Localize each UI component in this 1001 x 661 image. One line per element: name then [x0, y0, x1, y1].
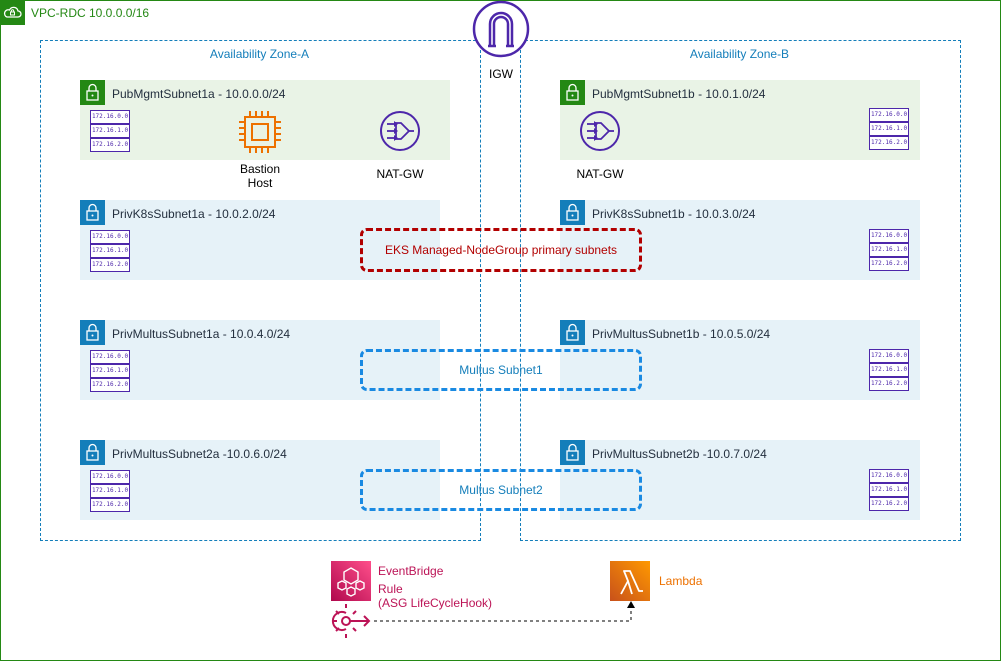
subnet-privmultus-2b	[560, 440, 920, 520]
route-entry: 172.16.1.0	[90, 244, 130, 258]
subnet-lock-icon	[560, 200, 585, 225]
availability-zone-a	[40, 40, 481, 541]
eks-nodegroup-label: EKS Managed-NodeGroup primary subnets	[384, 243, 618, 257]
route-table-icon: 172.16.0.0 172.16.1.0 172.16.2.0	[869, 108, 909, 150]
route-entry: 172.16.0.0	[869, 229, 909, 243]
availability-zone-b-label: Availability Zone-B	[689, 47, 790, 61]
route-entry: 172.16.1.0	[90, 484, 130, 498]
subnet-lock-icon	[560, 320, 585, 345]
availability-zone-b	[520, 40, 961, 541]
route-entry: 172.16.1.0	[90, 364, 130, 378]
bastion-host-line2: Host	[247, 176, 273, 190]
subnet-privmultus-1b	[560, 320, 920, 400]
eks-nodegroup-group: EKS Managed-NodeGroup primary subnets	[360, 228, 642, 272]
route-entry: 172.16.2.0	[90, 498, 130, 512]
multus-subnet1-label: Multus Subnet1	[459, 363, 543, 377]
igw-label: IGW	[489, 67, 513, 81]
availability-zone-a-label: Availability Zone-A	[209, 47, 310, 61]
internet-gateway-icon	[472, 0, 530, 58]
route-table-icon: 172.16.0.0 172.16.1.0 172.16.2.0	[90, 350, 130, 392]
route-entry: 172.16.1.0	[869, 122, 909, 136]
subnet-label: PrivK8sSubnet1b - 10.0.3.0/24	[592, 207, 756, 221]
route-table-icon: 172.16.0.0 172.16.1.0 172.16.2.0	[90, 110, 130, 152]
multus-subnet2-label: Multus Subnet2	[459, 483, 543, 497]
subnet-lock-icon	[80, 200, 105, 225]
route-table-icon: 172.16.0.0 172.16.1.0 172.16.2.0	[869, 349, 909, 391]
subnet-label: PrivMultusSubnet1a - 10.0.4.0/24	[112, 327, 291, 341]
route-entry: 172.16.2.0	[869, 136, 909, 150]
subnet-label: PubMgmtSubnet1b - 10.0.1.0/24	[592, 87, 766, 101]
multus-subnet2-group: Multus Subnet2	[360, 469, 642, 511]
subnet-label: PubMgmtSubnet1a - 10.0.0.0/24	[112, 87, 286, 101]
subnet-lock-icon	[560, 80, 585, 105]
ec2-instance-icon	[236, 108, 284, 156]
multus-subnet1-group: Multus Subnet1	[360, 349, 642, 391]
route-entry: 172.16.1.0	[90, 124, 130, 138]
subnet-lock-icon	[80, 440, 105, 465]
route-entry: 172.16.1.0	[869, 243, 909, 257]
eventbridge-label: EventBridge Rule (ASG LifeCycleHook)	[378, 564, 492, 610]
route-table-icon: 172.16.0.0 172.16.1.0 172.16.2.0	[869, 229, 909, 271]
route-entry: 172.16.0.0	[90, 350, 130, 364]
route-entry: 172.16.1.0	[869, 483, 909, 497]
nat-gw-label-b: NAT-GW	[576, 167, 624, 181]
subnet-privk8s-1a	[80, 200, 440, 280]
route-entry: 172.16.2.0	[869, 377, 909, 391]
subnet-privk8s-1b	[560, 200, 920, 280]
vpc-label: VPC-RDC 10.0.0.0/16	[31, 6, 150, 20]
subnet-label: PrivMultusSubnet2b -10.0.7.0/24	[592, 447, 767, 461]
route-table-icon: 172.16.0.0 172.16.1.0 172.16.2.0	[90, 470, 130, 512]
lambda-label: Lambda	[659, 574, 703, 588]
route-entry: 172.16.2.0	[90, 138, 130, 152]
route-entry: 172.16.2.0	[869, 257, 909, 271]
route-entry: 172.16.1.0	[869, 363, 909, 377]
bastion-host-label: Bastion Host	[220, 162, 300, 190]
route-entry: 172.16.0.0	[869, 349, 909, 363]
route-entry: 172.16.0.0	[90, 230, 130, 244]
subnet-lock-icon	[80, 320, 105, 345]
eventbridge-rule-line: Rule	[378, 582, 403, 596]
eventbridge-title: EventBridge	[378, 564, 444, 578]
subnet-lock-icon	[80, 80, 105, 105]
subnet-label: PrivK8sSubnet1a - 10.0.2.0/24	[112, 207, 276, 221]
lambda-icon	[610, 561, 650, 601]
route-entry: 172.16.2.0	[90, 258, 130, 272]
nat-gateway-icon	[379, 110, 421, 152]
eventbridge-icon	[331, 561, 371, 601]
eventbridge-hook-line: (ASG LifeCycleHook)	[378, 596, 493, 610]
subnet-privmultus-1a	[80, 320, 440, 400]
subnet-pubmgmt-1b	[560, 80, 920, 160]
subnet-privmultus-2a	[80, 440, 440, 520]
bastion-host-line1: Bastion	[239, 162, 281, 176]
eventbridge-rule-icon	[331, 601, 377, 641]
route-entry: 172.16.2.0	[90, 378, 130, 392]
nat-gw-label-a: NAT-GW	[376, 167, 424, 181]
route-entry: 172.16.2.0	[869, 497, 909, 511]
subnet-label: PrivMultusSubnet2a -10.0.6.0/24	[112, 447, 287, 461]
vpc-cloud-icon	[0, 0, 25, 25]
route-table-icon: 172.16.0.0 172.16.1.0 172.16.2.0	[869, 469, 909, 511]
subnet-lock-icon	[560, 440, 585, 465]
route-entry: 172.16.0.0	[869, 108, 909, 122]
route-table-icon: 172.16.0.0 172.16.1.0 172.16.2.0	[90, 230, 130, 272]
route-entry: 172.16.0.0	[90, 110, 130, 124]
route-entry: 172.16.0.0	[869, 469, 909, 483]
route-entry: 172.16.0.0	[90, 470, 130, 484]
subnet-label: PrivMultusSubnet1b - 10.0.5.0/24	[592, 327, 771, 341]
nat-gateway-icon	[579, 110, 621, 152]
